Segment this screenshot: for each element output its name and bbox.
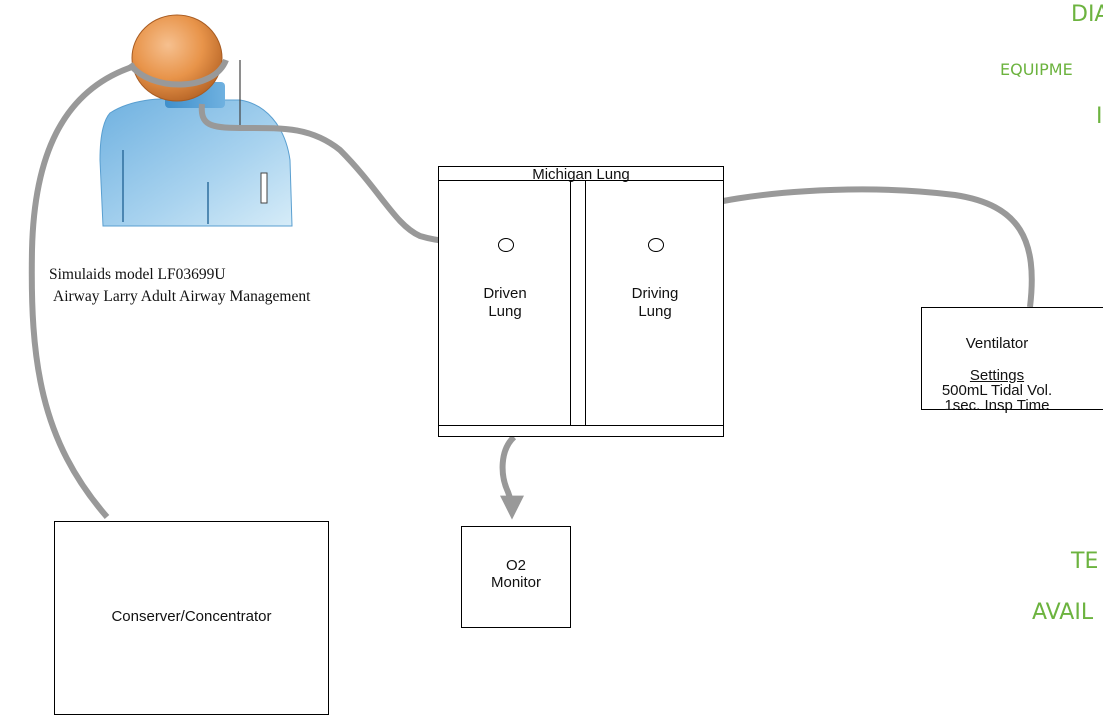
- michigan-lung-title: Michigan Lung: [532, 166, 630, 183]
- lung-top-divider: [439, 180, 723, 181]
- michigan-lung-box: Michigan Lung Driven Lung Driving Lung: [438, 166, 724, 437]
- conserver-concentrator-label: Conserver/Concentrator: [111, 608, 272, 625]
- tube-conserver-to-patient: [28, 63, 136, 519]
- lung-center-divider: [570, 180, 586, 425]
- margin-heading-fragment-3: I: [1096, 104, 1103, 129]
- o2-monitor-box: O2 Monitor: [461, 526, 571, 628]
- driving-lung-label: Driving Lung: [613, 285, 697, 321]
- patient-model-label: Simulaids model LF03699U: [49, 266, 226, 283]
- patient-name-label: Airway Larry Adult Airway Management: [53, 288, 311, 305]
- mannequin-head: [131, 14, 223, 102]
- driving-lung-line1: Driving: [631, 285, 679, 302]
- body-tab: [260, 172, 268, 204]
- conserver-concentrator-box: Conserver/Concentrator: [54, 521, 329, 715]
- margin-heading-fragment-4: TE: [1071, 549, 1099, 574]
- tube-ventilator-to-driving-lung: [663, 186, 1035, 308]
- o2-monitor-line1: O2: [505, 557, 526, 574]
- driving-lung-line2: Lung: [638, 303, 672, 320]
- margin-heading-fragment-1: DIA: [1071, 2, 1103, 27]
- margin-heading-fragment-5: AVAIL: [1032, 600, 1094, 625]
- driving-lung-port: [648, 238, 664, 252]
- o2-monitor-label: O2 Monitor: [462, 557, 570, 591]
- ventilator-setting-insp-time: 1sec. Insp Time: [944, 397, 1050, 414]
- tube-lung-to-o2-monitor: [499, 434, 524, 520]
- ventilator-setting-tidal-volume: 500mL Tidal Vol.: [941, 382, 1053, 399]
- ventilator-settings-label: Settings: [969, 367, 1025, 384]
- lung-bottom-divider: [439, 425, 723, 426]
- ventilator-box: Ventilator Settings 500mL Tidal Vol. 1se…: [921, 307, 1103, 414]
- driven-lung-line1: Driven: [483, 285, 527, 302]
- ventilator-title: Ventilator: [965, 335, 1029, 352]
- margin-heading-fragment-2: EQUIPME: [1000, 60, 1073, 79]
- o2-monitor-line2: Monitor: [490, 574, 542, 591]
- driven-lung-port: [498, 238, 514, 252]
- tube-patient-to-driven-lung: [198, 103, 478, 255]
- driven-lung-line2: Lung: [488, 303, 522, 320]
- driven-lung-label: Driven Lung: [463, 285, 547, 321]
- mannequin-icon: [99, 14, 293, 227]
- head-strap: [127, 58, 229, 88]
